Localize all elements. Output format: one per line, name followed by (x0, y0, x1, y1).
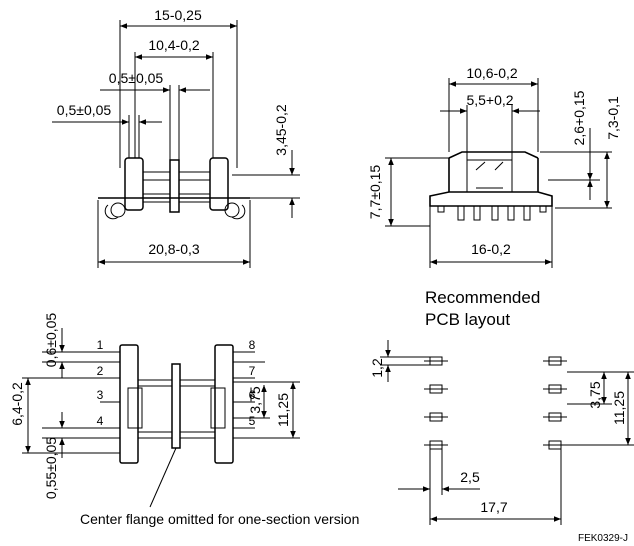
pin-8: 8 (249, 338, 256, 352)
pcb-dim-pad: 1,2 (369, 358, 385, 378)
pin-1: 1 (97, 338, 104, 352)
front-view: 10,6-0,2 5,5+0,2 2,6+0,15 7,3-0,1 7,7±0,… (367, 65, 621, 268)
dim-bottom: 16-0,2 (471, 241, 511, 257)
dim-height: 3,45-0,2 (273, 104, 289, 156)
pin-5: 5 (249, 414, 256, 428)
dim-pin: 0,5±0,05 (57, 102, 112, 118)
pcb-dim-width: 2,5 (460, 469, 480, 485)
pcb-title-line1: Recommended (425, 288, 540, 307)
dim-c: 0,55±0,05 (43, 437, 59, 499)
pcb-dim-total: 17,7 (480, 499, 507, 515)
pcb-title-line2: PCB layout (425, 310, 510, 329)
dim-pitch: 3,75 (247, 386, 263, 413)
pin-3: 3 (97, 388, 104, 402)
dim-flange: 0,5±0,05 (109, 70, 164, 86)
top-view: 1 2 3 4 5 6 7 8 0,6±0,05 6,4-0,2 0,55±0,… (9, 313, 359, 527)
pcb-dim-span: 11,25 (611, 391, 627, 425)
flange-note: Center flange omitted for one-section ve… (80, 511, 359, 527)
pin-4: 4 (97, 414, 104, 428)
dim-inner: 5,5+0,2 (466, 92, 513, 108)
dim-right1: 2,6+0,15 (571, 90, 587, 145)
dim-top: 10,6-0,2 (466, 65, 518, 81)
dim-b: 6,4-0,2 (9, 382, 25, 426)
pcb-dim-pitch: 3,75 (587, 381, 603, 408)
pin-6: 6 (249, 388, 256, 402)
pin-7: 7 (249, 364, 256, 378)
side-view: 15-0,25 10,4-0,2 0,5±0,05 0,5±0,05 3,45-… (52, 7, 300, 268)
dim-left: 7,7±0,15 (367, 165, 383, 220)
dim-a: 0,6±0,05 (43, 313, 59, 368)
reference-code: FEK0329-J (578, 533, 628, 544)
pcb-layout: Recommended PCB layout (369, 288, 634, 525)
pin-2: 2 (97, 364, 104, 378)
dim-overall-top: 15-0,25 (154, 7, 202, 23)
dim-width: 20,8-0,3 (148, 241, 200, 257)
dim-right2: 7,3-0,1 (605, 96, 621, 140)
dim-inner: 10,4-0,2 (148, 37, 200, 53)
dim-span: 11,25 (275, 393, 291, 427)
